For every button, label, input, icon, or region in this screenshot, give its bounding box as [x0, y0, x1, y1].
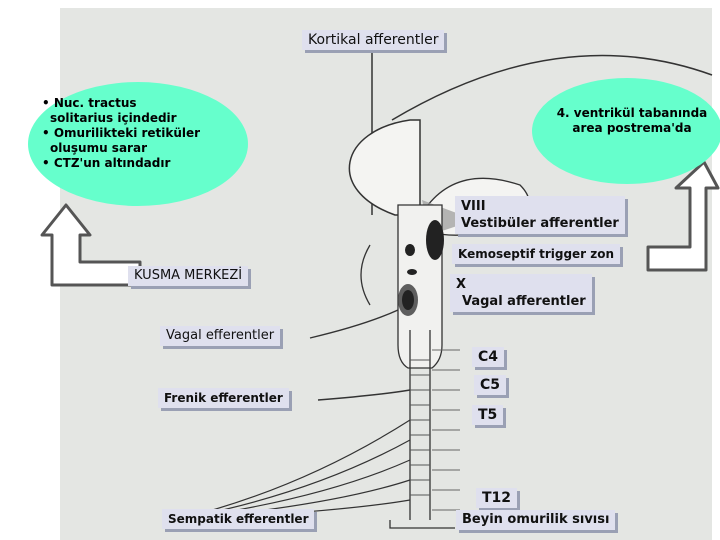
c5-label: C5: [474, 375, 507, 395]
vomiting-center-label: KUSMA MERKEZİ: [128, 266, 249, 286]
viii-label: VIII: [461, 199, 486, 214]
bubble-left-line: oluşumu sarar: [50, 141, 147, 155]
c4-label: C4: [472, 347, 505, 367]
csf-label: Beyin omurilik sıvısı: [456, 510, 616, 530]
ctz-label: Kemoseptif trigger zon: [452, 244, 621, 264]
bubble-left-line: • Nuc. tractus: [42, 96, 137, 110]
left-arrow-shape: [40, 203, 142, 287]
vagal-afferents-text: Vagal afferentler: [462, 294, 586, 309]
t5-label: T5: [472, 405, 504, 425]
bubble-left-line: • Omurilikteki retiküler: [42, 126, 201, 140]
bubble-left-line: • CTZ'un altındadır: [42, 156, 171, 170]
sympathetic-efferents-label: Sempatik efferentler: [162, 509, 315, 529]
vestibular-afferents-label: VIII Vestibüler afferentler: [455, 196, 625, 234]
bubble-right-line: area postrema'da: [572, 121, 692, 135]
right-arrow-shape: [646, 160, 720, 272]
t12-label: T12: [476, 488, 518, 508]
vagal-afferents-label: X Vagal afferentler: [450, 274, 592, 312]
nts-info-bubble: • Nuc. tractus solitarius içindedir • Om…: [28, 82, 248, 206]
phrenic-efferents-label: Frenik efferentler: [158, 388, 289, 408]
bubble-right-line: 4. ventrikül tabanında: [556, 106, 708, 120]
cortical-afferents-label: Kortikal afferentler: [302, 30, 445, 50]
x-label: X: [456, 277, 467, 292]
area-postrema-bubble: 4. ventrikül tabanında area postrema'da: [532, 78, 720, 184]
bubble-left-line: solitarius içindedir: [50, 111, 177, 125]
vagal-efferents-label: Vagal efferentler: [160, 326, 281, 346]
vestibular-text: Vestibüler afferentler: [461, 216, 619, 231]
